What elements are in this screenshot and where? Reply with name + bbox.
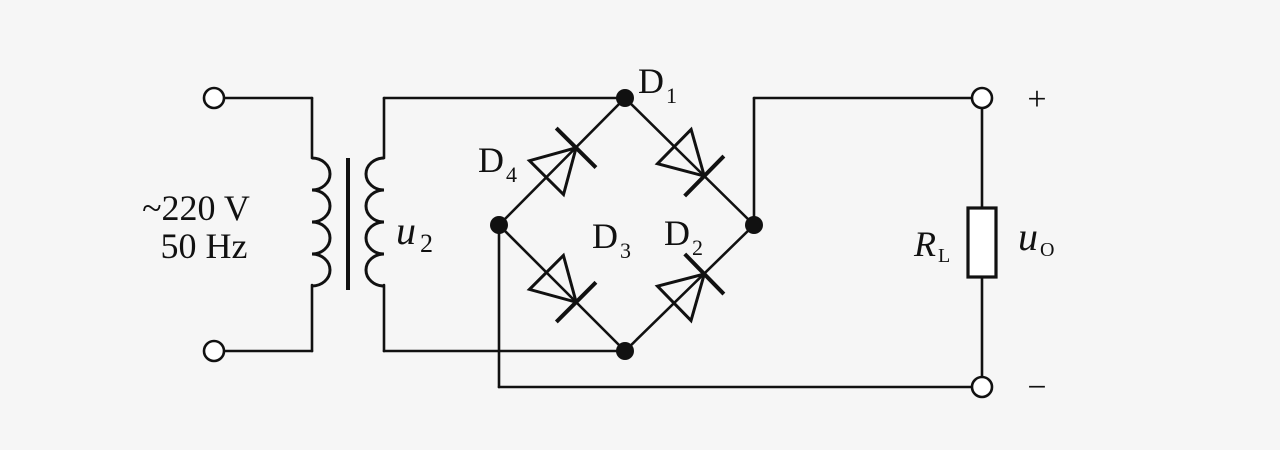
diode-d3 [526,252,598,324]
diode-d3-letter: D [592,216,618,256]
output-voltage-subscript: O [1040,239,1054,261]
output-terminal-minus [970,375,994,399]
diode-d3-subscript: 3 [620,238,631,263]
output-minus-sign: − [1027,369,1046,406]
secondary-wiring [382,96,627,353]
diode-d2-subscript: 2 [692,235,703,260]
output-wiring [497,96,984,389]
diode-d4 [526,126,598,198]
secondary-voltage-subscript: 2 [420,229,433,258]
diode-d2-label: D2 [664,213,703,260]
diode-d3-label: D3 [592,216,631,263]
junction-node-top [616,89,634,107]
primary-wiring [222,96,314,353]
diode-d1 [654,126,726,198]
source-voltage-label: ~220 V [142,188,250,228]
junction-node-left [490,216,508,234]
load-resistor [966,206,998,279]
diode-d1-letter: D [638,61,664,101]
diode-d4-label: D4 [478,140,517,187]
output-terminal-plus [970,86,994,110]
diode-d2-letter: D [664,213,690,253]
output-plus-sign: + [1027,81,1046,118]
output-voltage-symbol: u [1018,214,1038,259]
secondary-voltage-symbol: u [396,208,416,253]
junction-node-right [745,216,763,234]
input-terminal-bottom [202,339,226,363]
primary-coil [311,156,332,288]
diode-d2 [654,252,726,324]
diode-d1-subscript: 1 [666,83,677,108]
diode-d1-label: D1 [638,61,677,108]
diode-d4-letter: D [478,140,504,180]
load-resistor-symbol: R [913,224,936,264]
load-resistor-subscript: L [938,245,950,267]
input-terminal-top [202,86,226,110]
secondary-coil [364,156,385,288]
junction-node-bottom [616,342,634,360]
diode-d4-subscript: 4 [506,162,517,187]
bridge-wiring [497,96,756,353]
source-frequency-label: 50 Hz [161,226,248,266]
